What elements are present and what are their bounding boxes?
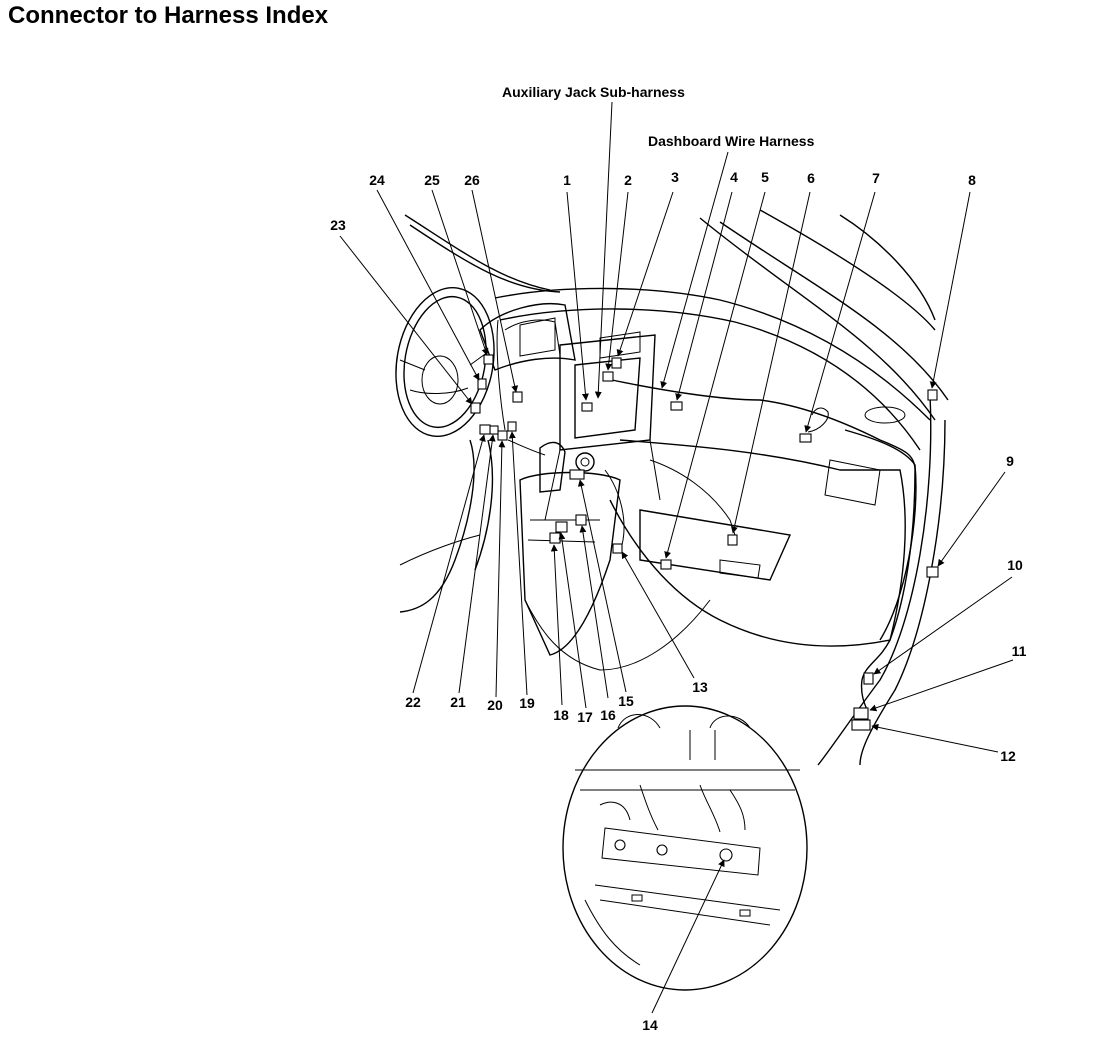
callout-16: 16 — [600, 707, 616, 723]
callout-8: 8 — [968, 172, 976, 188]
callout-23: 23 — [330, 217, 346, 233]
connector-24 — [477, 378, 487, 390]
callout-10: 10 — [1007, 557, 1023, 573]
callout-5: 5 — [761, 169, 769, 185]
connector-14-inset — [562, 705, 808, 991]
callout-12: 12 — [1000, 748, 1016, 764]
callout-24: 24 — [369, 172, 385, 188]
callout-11: 11 — [1012, 643, 1027, 659]
connector-15 — [569, 469, 585, 480]
page-title: Connector to Harness Index — [8, 2, 329, 29]
callout-9: 9 — [1006, 453, 1014, 469]
connector-5 — [660, 559, 672, 570]
connector-2 — [602, 371, 614, 382]
connector-18 — [549, 532, 561, 544]
callout-20: 20 — [487, 697, 503, 713]
connector-11 — [853, 707, 869, 720]
connector-13 — [612, 543, 623, 554]
dashboard-wire-harness-label: Dashboard Wire Harness — [648, 133, 815, 149]
callout-2: 2 — [624, 172, 632, 188]
connector-10 — [863, 672, 874, 685]
connector-12 — [851, 719, 871, 731]
callout-14: 14 — [642, 1017, 658, 1033]
callout-25: 25 — [424, 172, 440, 188]
callout-13: 13 — [692, 679, 708, 695]
callout-3: 3 — [671, 169, 679, 185]
connector-21 — [489, 425, 499, 435]
connectors — [470, 354, 939, 731]
connector-9 — [926, 566, 939, 578]
callout-15: 15 — [618, 693, 634, 709]
callout-4: 4 — [730, 169, 738, 185]
connector-26 — [512, 391, 523, 403]
callout-22: 22 — [405, 694, 421, 710]
connector-23 — [470, 402, 481, 414]
callout-17: 17 — [577, 709, 593, 725]
callout-26: 26 — [464, 172, 480, 188]
callout-1: 1 — [563, 172, 571, 188]
leader-lines — [339, 101, 1014, 1014]
connector-4 — [670, 401, 683, 411]
callout-21: 21 — [450, 694, 466, 710]
connector-20 — [497, 430, 508, 441]
auxiliary-jack-harness-label: Auxiliary Jack Sub-harness — [502, 84, 685, 100]
connector-6 — [727, 534, 738, 546]
connector-7 — [799, 433, 812, 443]
connector-3 — [611, 357, 622, 369]
connector-19 — [507, 421, 517, 432]
connector-17 — [555, 521, 568, 533]
callout-6: 6 — [807, 170, 815, 186]
connector-1 — [581, 402, 593, 412]
connector-25 — [483, 354, 494, 365]
callout-18: 18 — [553, 707, 569, 723]
connector-16 — [575, 514, 587, 526]
callout-19: 19 — [519, 695, 535, 711]
connector-8 — [927, 389, 938, 401]
connector-22 — [479, 424, 491, 435]
callout-numbers: 1 2 3 4 5 6 7 8 9 10 11 12 13 14 15 16 1… — [330, 169, 1026, 1033]
callout-7: 7 — [872, 170, 880, 186]
